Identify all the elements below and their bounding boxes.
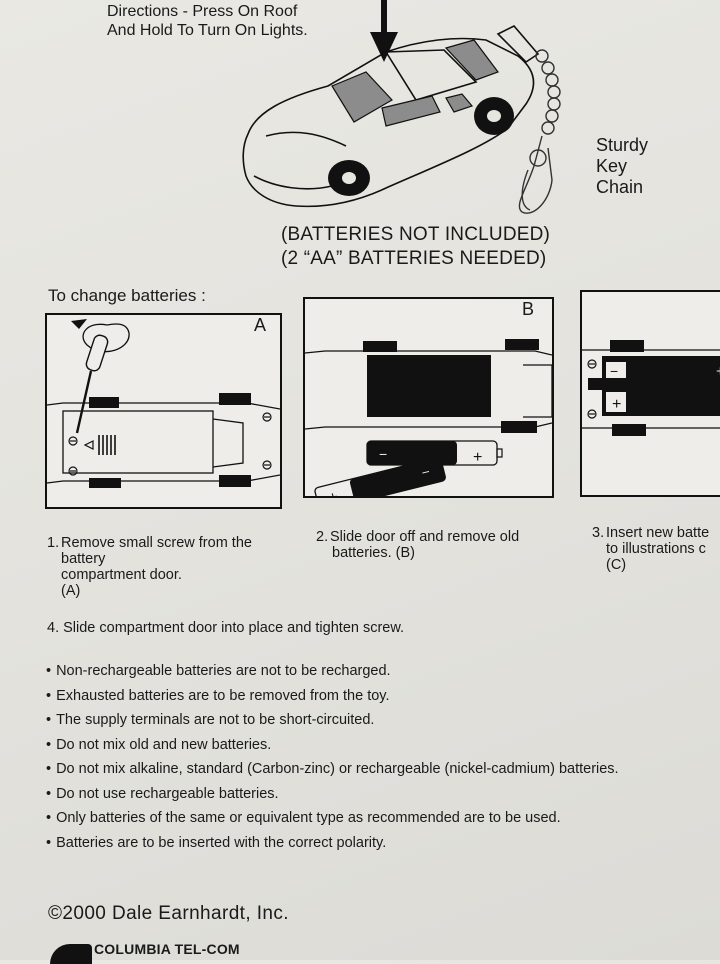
panel-b-label: B bbox=[521, 299, 534, 319]
keychain-line-1: Sturdy bbox=[596, 135, 649, 155]
panel-c-plus-sign: + bbox=[716, 363, 720, 380]
step-4: 4. Slide compartment door into place and… bbox=[47, 620, 405, 636]
batteries-note-line-2: (2 “AA” BATTERIES NEEDED) bbox=[281, 248, 547, 269]
change-batteries-title: To change batteries : bbox=[48, 286, 206, 305]
step-2-number: 2. bbox=[316, 529, 329, 545]
battery-icon: − + bbox=[602, 356, 720, 384]
panel-c-plus-sign-2: + bbox=[612, 396, 621, 413]
step-2: 2.Slide door off and remove old batterie… bbox=[316, 529, 556, 561]
panel-a-drawing bbox=[47, 319, 280, 488]
step-1-line-1: Remove small screw from the bbox=[61, 535, 252, 551]
keychain-label: Sturdy Key Chain bbox=[596, 135, 648, 198]
panel-b-drawing: − + + − bbox=[305, 339, 552, 496]
rule-item: Only batteries of the same or equivalent… bbox=[46, 808, 619, 833]
rule-item: Do not mix old and new batteries. bbox=[46, 735, 619, 760]
rule-item: The supply terminals are not to be short… bbox=[46, 710, 619, 735]
battery-minus-sign: − bbox=[379, 446, 387, 462]
step-1-line-2: battery bbox=[61, 551, 106, 567]
step-3-line-1: Insert new batte bbox=[606, 525, 710, 541]
step-3-line-3: (C) bbox=[606, 557, 627, 573]
batteries-note-line-1: (BATTERIES NOT INCLUDED) bbox=[281, 224, 551, 245]
step-1-line-4: (A) bbox=[61, 583, 81, 599]
step-2-line-2: batteries. (B) bbox=[332, 545, 415, 561]
battery-plus-sign: + bbox=[473, 449, 482, 466]
keychain-line-3: Chain bbox=[596, 177, 644, 197]
race-car-icon bbox=[242, 25, 540, 208]
panel-b-illustration: B − + + − bbox=[303, 297, 554, 498]
rule-item: Do not use rechargeable batteries. bbox=[46, 784, 619, 809]
rule-item: Do not mix alkaline, standard (Carbon-zi… bbox=[46, 759, 619, 784]
step-3-number: 3. bbox=[592, 525, 605, 541]
rule-item: Batteries are to be inserted with the co… bbox=[46, 833, 619, 858]
key-ring-icon bbox=[518, 49, 561, 214]
directions-text: Directions - Press On Roof And Hold To T… bbox=[107, 2, 347, 40]
panel-a-label: A bbox=[253, 315, 266, 335]
step-1-number: 1. bbox=[47, 535, 60, 551]
step-1-line-3: compartment door. bbox=[61, 567, 182, 583]
brand-logo-mark bbox=[50, 944, 92, 964]
keychain-line-2: Key bbox=[596, 156, 628, 176]
panel-c-illustration: − + + bbox=[580, 290, 720, 497]
rule-item: Non-rechargeable batteries are not to be… bbox=[46, 661, 619, 686]
battery-icon: − + bbox=[366, 440, 503, 466]
directions-line-2: And Hold To Turn On Lights. bbox=[107, 22, 308, 39]
panel-c-drawing: − + + bbox=[582, 340, 720, 436]
step-3-line-2: to illustrations c bbox=[606, 541, 706, 557]
screwdriver-icon bbox=[75, 334, 109, 434]
copyright-notice: ©2000 Dale Earnhardt, Inc. bbox=[48, 903, 289, 924]
screw-icon bbox=[68, 412, 272, 476]
battery-icon: + bbox=[602, 388, 720, 416]
batteries-note: (BATTERIES NOT INCLUDED) (2 “AA” BATTERI… bbox=[281, 223, 581, 271]
battery-rules-list: Non-rechargeable batteries are not to be… bbox=[46, 661, 619, 857]
brand-name: COLUMBIA TEL-COM bbox=[94, 941, 240, 957]
directions-line-1: Directions - Press On Roof bbox=[107, 3, 298, 20]
panel-c-minus-sign: − bbox=[610, 363, 618, 379]
step-1: 1.Remove small screw from the battery co… bbox=[47, 535, 277, 599]
battery-icon: + − bbox=[314, 457, 446, 496]
step-2-line-1: Slide door off and remove old bbox=[330, 529, 520, 545]
step-3: 3.Insert new batte to illustrations c (C… bbox=[592, 525, 720, 573]
screw-icon bbox=[587, 359, 597, 419]
down-arrow-icon bbox=[370, 0, 398, 62]
battery-plus-sign-2: + bbox=[327, 488, 340, 496]
battery-minus-sign-2: − bbox=[420, 463, 432, 481]
panel-a-illustration: A bbox=[45, 313, 282, 509]
rule-item: Exhausted batteries are to be removed fr… bbox=[46, 686, 619, 711]
